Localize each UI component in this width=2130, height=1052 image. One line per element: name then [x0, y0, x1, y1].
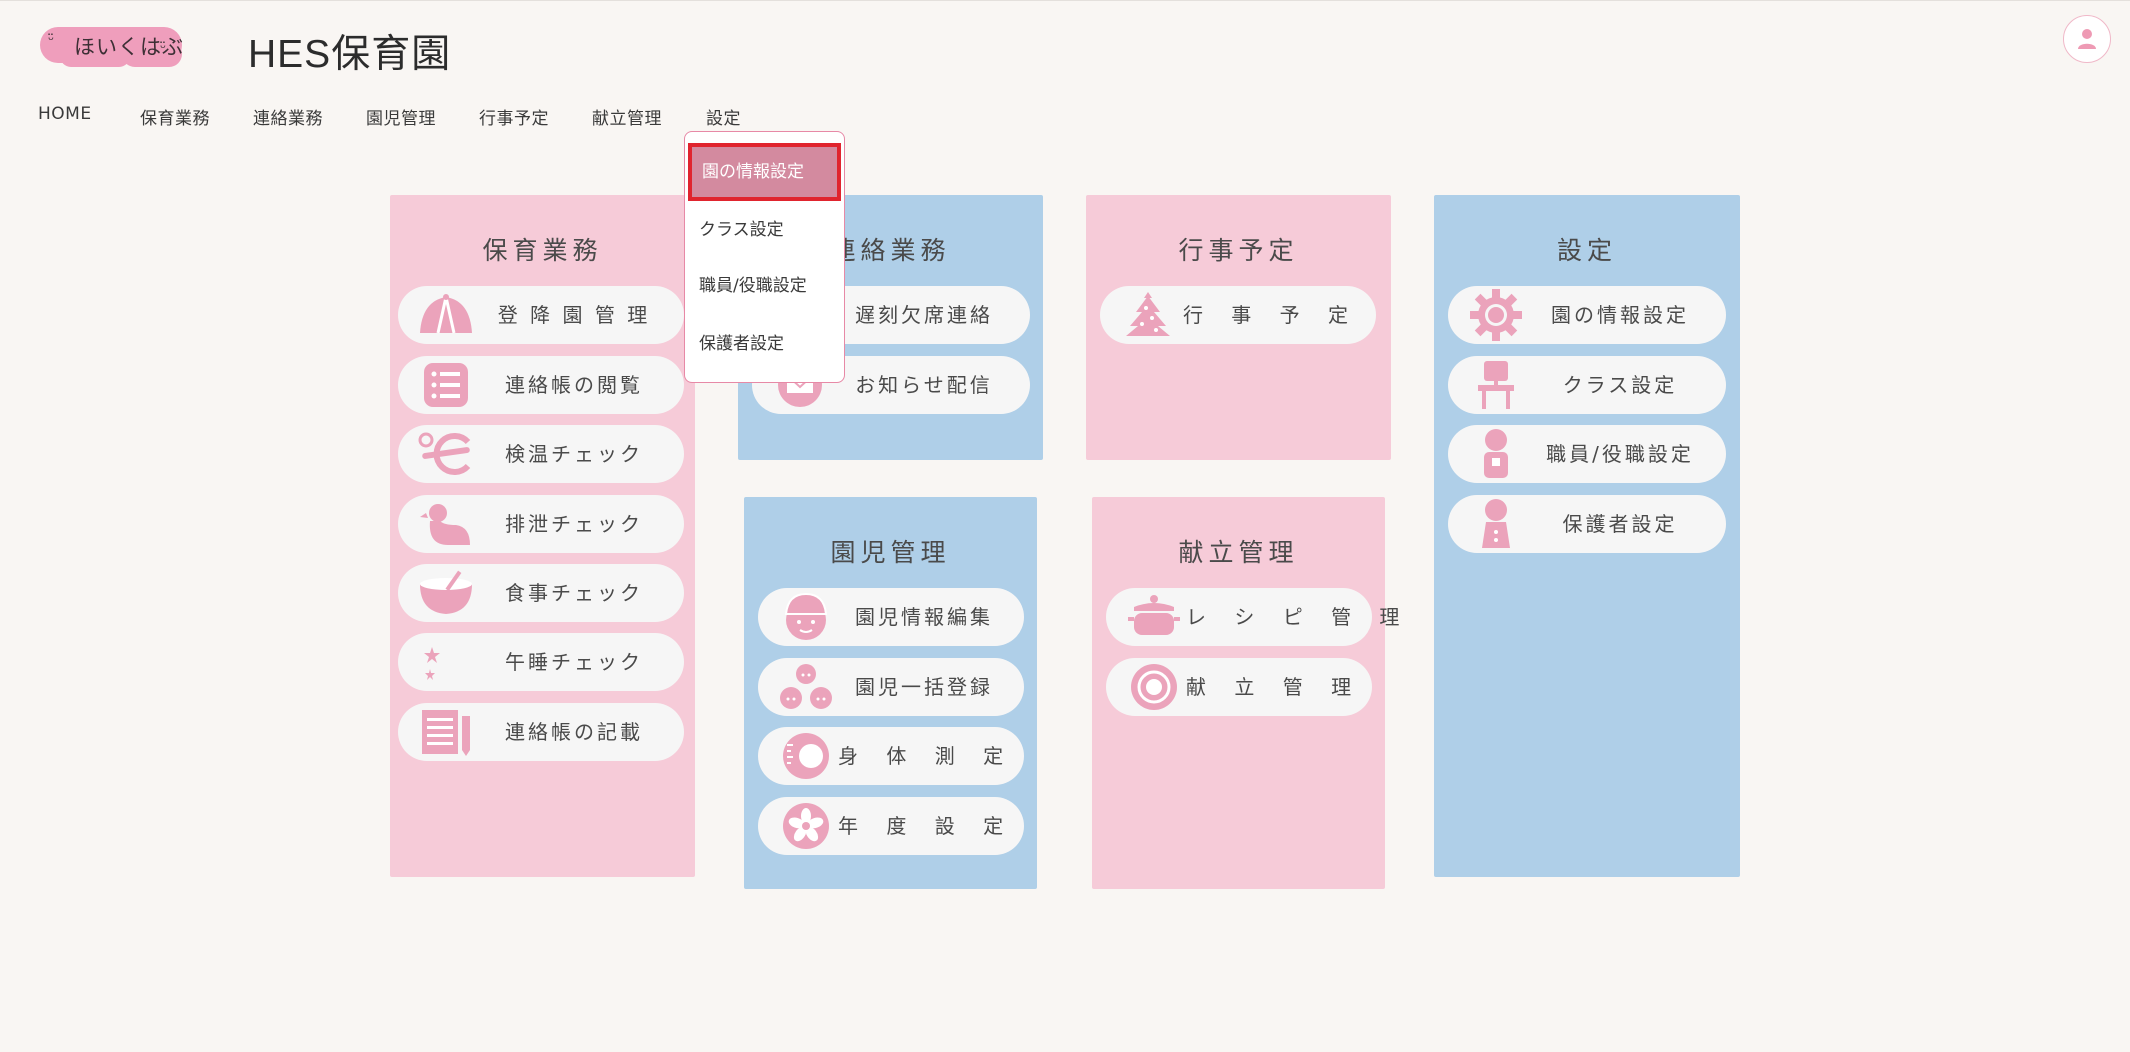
measure-icon — [778, 733, 834, 779]
sakura-icon — [778, 803, 834, 849]
children-group-icon — [778, 664, 834, 710]
menu-tile-meal[interactable]: 食事チェック — [398, 564, 684, 622]
panel-title: 連絡業務 — [830, 236, 951, 265]
tile-label: 午睡チェック — [505, 650, 643, 674]
menu-tile-fiscal-year[interactable]: 年 度 設 定 — [758, 797, 1024, 855]
panel-title: 園児管理 — [830, 538, 951, 567]
menu-tile-recipe[interactable]: レ シ ピ 管 理 — [1106, 588, 1411, 646]
logo-smile-icon: ᵕ̈ — [160, 39, 167, 57]
logo-cloud — [40, 27, 182, 67]
notebook-pencil-icon — [418, 709, 474, 756]
nav-hoiku[interactable]: 保育業務 — [140, 109, 210, 129]
user-icon — [2078, 29, 2096, 49]
menu-tile-staff[interactable]: 職員/役職設定 — [1448, 425, 1726, 483]
panel-settei: 設定 園の情報設定 クラス設定 職員/役職設定 保護者設定 — [1434, 195, 1740, 877]
menu-tile-child-bulk[interactable]: 園児一括登録 — [758, 658, 1024, 716]
tile-label: 食事チェック — [505, 581, 643, 605]
panel-title: 保育業務 — [482, 236, 603, 265]
logo-smile-icon: ᵕ̈ — [48, 31, 55, 49]
nav-enji[interactable]: 園児管理 — [366, 109, 436, 129]
menu-tile-nap[interactable]: 午睡チェック — [398, 633, 684, 691]
menu-tile-contact-view[interactable]: 連絡帳の閲覧 — [398, 356, 684, 414]
plate-icon — [1126, 664, 1182, 710]
pot-icon — [1126, 594, 1182, 640]
tile-label: 排泄チェック — [505, 512, 643, 536]
menu-tile-menu-plan[interactable]: 献 立 管 理 — [1106, 658, 1372, 716]
tile-label: 身 体 測 定 — [838, 744, 1015, 768]
dropdown-item-guardian[interactable]: 保護者設定 — [699, 334, 784, 354]
menu-tile-guardian[interactable]: 保護者設定 — [1448, 495, 1726, 553]
user-account-button[interactable] — [2063, 15, 2111, 63]
menu-tile-class[interactable]: クラス設定 — [1448, 356, 1726, 414]
staff-person-icon — [1468, 429, 1524, 478]
dropdown-item-garden-info[interactable]: 園の情報設定 — [688, 143, 841, 201]
tile-label: クラス設定 — [1562, 373, 1678, 397]
tile-label: 保護者設定 — [1562, 512, 1678, 536]
child-face-icon — [778, 592, 834, 640]
tile-label: 遅刻欠席連絡 — [855, 303, 993, 327]
settings-dropdown-menu: 園の情報設定 クラス設定 職員/役職設定 保護者設定 — [684, 131, 845, 383]
guardian-person-icon — [1468, 499, 1524, 548]
moon-star-icon — [418, 639, 474, 685]
panel-title: 設定 — [1556, 236, 1617, 265]
duck-icon — [418, 501, 474, 547]
menu-tile-child-info[interactable]: 園児情報編集 — [758, 588, 1024, 646]
nav-home[interactable]: HOME — [38, 104, 92, 124]
tile-label: 連絡帳の記載 — [505, 720, 643, 744]
app-logo[interactable]: ᵕ̈ ほいくはぶ ᵕ̈ — [40, 25, 184, 69]
nav-settei[interactable]: 設定 — [706, 109, 741, 129]
tile-label: 連絡帳の閲覧 — [505, 373, 643, 397]
thermometer-icon — [418, 431, 474, 477]
nav-gyoji[interactable]: 行事予定 — [479, 109, 549, 129]
umbrella-icon — [418, 292, 474, 338]
menu-tile-events[interactable]: 行 事 予 定 — [1100, 286, 1376, 344]
menu-tile-body-measure[interactable]: 身 体 測 定 — [758, 727, 1024, 785]
panel-hoiku: 保育業務 登 降 園 管 理 連絡帳の閲覧 検温チェック 排泄チェック 食事チェ… — [390, 195, 695, 877]
tile-label: 職員/役職設定 — [1546, 442, 1694, 466]
tile-label: 年 度 設 定 — [838, 814, 1015, 838]
tile-label: 登 降 園 管 理 — [497, 303, 651, 327]
panel-title: 献立管理 — [1178, 538, 1299, 567]
logo-text: ほいくはぶ — [74, 35, 184, 59]
panel-gyoji: 行事予定 行 事 予 定 — [1086, 195, 1391, 460]
bowl-icon — [418, 570, 474, 616]
christmas-tree-icon — [1120, 292, 1176, 338]
gear-icon — [1468, 289, 1524, 341]
tile-label: お知らせ配信 — [855, 373, 993, 397]
tile-label: 園児情報編集 — [855, 605, 993, 629]
tile-label: 検温チェック — [505, 442, 643, 466]
tile-label: 行 事 予 定 — [1182, 303, 1360, 327]
nav-kondate[interactable]: 献立管理 — [592, 109, 662, 129]
menu-tile-toilet[interactable]: 排泄チェック — [398, 495, 684, 553]
chair-icon — [1468, 361, 1524, 409]
menu-tile-temperature[interactable]: 検温チェック — [398, 425, 684, 483]
tile-label: 園児一括登録 — [855, 675, 993, 699]
panel-title: 行事予定 — [1178, 236, 1299, 265]
tile-label: 献 立 管 理 — [1186, 675, 1363, 699]
panel-enji: 園児管理 園児情報編集 園児一括登録 身 体 測 定 年 度 設 定 — [744, 497, 1037, 889]
dropdown-item-class[interactable]: クラス設定 — [699, 220, 784, 240]
menu-tile-attendance[interactable]: 登 降 園 管 理 — [398, 286, 684, 344]
tile-label: レ シ ピ 管 理 — [1186, 605, 1411, 629]
menu-tile-garden-info[interactable]: 園の情報設定 — [1448, 286, 1726, 344]
nav-renraku[interactable]: 連絡業務 — [253, 109, 323, 129]
panel-kondate: 献立管理 レ シ ピ 管 理 献 立 管 理 — [1092, 497, 1411, 889]
dropdown-item-staff[interactable]: 職員/役職設定 — [699, 276, 807, 296]
menu-tile-contact-write[interactable]: 連絡帳の記載 — [398, 703, 684, 761]
site-title: HES保育園 — [248, 33, 452, 76]
tile-label: 園の情報設定 — [1551, 303, 1689, 327]
list-icon — [418, 362, 474, 408]
